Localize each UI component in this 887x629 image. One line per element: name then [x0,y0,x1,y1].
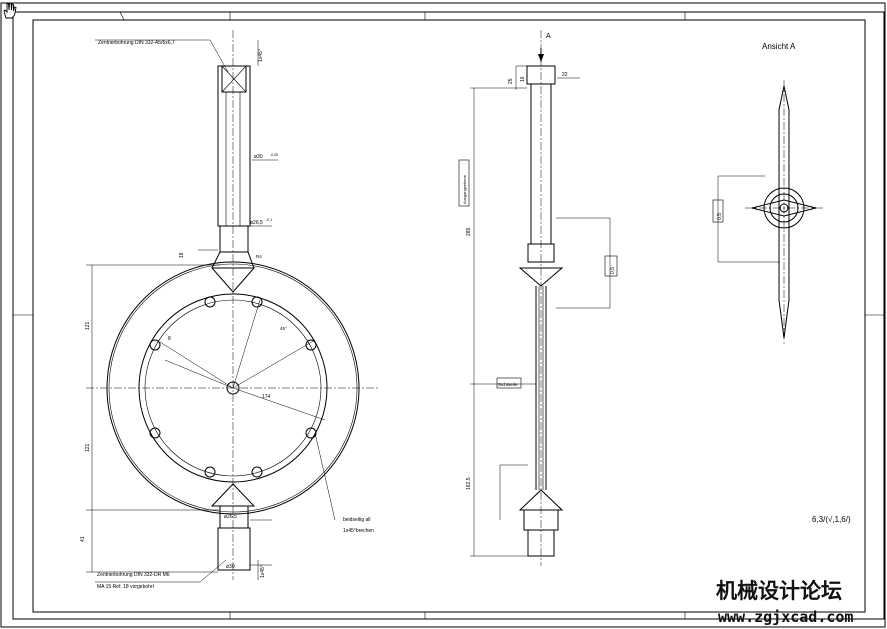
dim-top-shaft-tol: -0,05 [270,153,278,157]
dim-top-shaft-dia: ø30 [254,154,263,160]
view-a [712,80,825,345]
dim-top-chamfer: 1x45° [258,49,264,62]
watermark-url: www.zgjxcad.com [718,608,853,626]
dim-dia-174: 174 [262,394,271,400]
drawing-border [32,19,866,613]
note-edge-2: 1x45°brechen [343,528,374,534]
dim-angle-note: 45° [280,326,287,331]
tol-2: 0,5 [717,213,723,220]
sheet-frame [12,11,885,620]
dim-bottom-left: 41 [80,536,86,542]
dim-side-len-2: 162,5 [466,477,472,490]
dim-left-upper: 121 [85,321,91,330]
dim-left-lower: 121 [85,443,91,452]
tol-1: 0,5 [610,267,616,274]
surface-finish: 6,3/(√,1,6/) [812,515,851,524]
dim-bottom-shaft-dia: ø30 [226,564,235,570]
grid-ticks [13,11,884,619]
dim-side-len-1: 289 [466,227,472,236]
dim-bottom-chamfer: 1x45° [260,565,266,578]
dim-bottom-dia: ø26,5 [224,514,237,520]
note-bottom-center: Zentrierbohrung DIN 332-DR M6 [97,572,170,578]
watermark-title: 机械设计论坛 [716,579,842,603]
note-top-center: Zentrierbohrung DIN 332-A5/6x6,7 [98,40,175,46]
hand-pan-icon[interactable] [0,0,20,20]
dim-left-small: 18 [179,252,185,258]
view-label: Ansicht A [762,42,796,51]
note-edge: beidseitig all [343,517,371,523]
dim-mid-tol: -0,1 [266,218,272,222]
note-bottom-center-2: MA 15 Ref. 18 vorgebohrt [97,584,155,590]
dim-mid-dia: ø26,5 [250,220,263,226]
dim-note-r: R4 [256,254,262,259]
front-view [86,30,380,583]
dim-side-top-25: 25 [508,78,514,84]
arrow-label: A [546,33,551,40]
dim-radius-8: 8 [168,336,171,342]
box-label-1: Ausgangsebene [462,174,467,204]
dim-side-top-16: 16 [520,76,526,82]
box-label-2: Sichtseite [498,382,518,387]
side-view [458,30,618,566]
dim-side-top-22: 22 [562,72,568,78]
